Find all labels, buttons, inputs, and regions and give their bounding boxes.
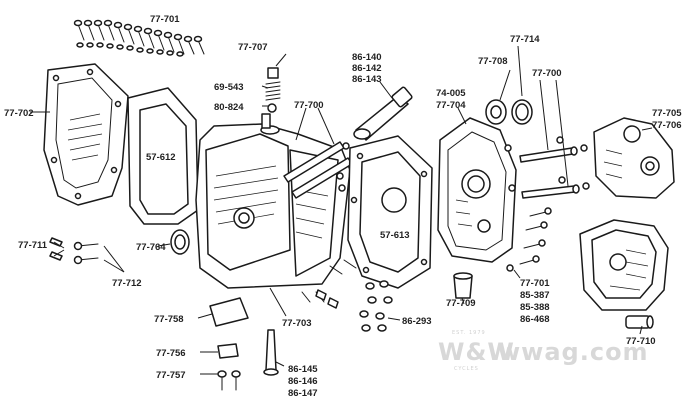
label-85-388: 85-388 (520, 302, 550, 313)
label-77-708: 77-708 (478, 56, 508, 67)
label-77-712: 77-712 (112, 278, 142, 289)
label-86-293: 86-293 (402, 316, 432, 327)
kick-arm (353, 86, 413, 141)
watermark-brand: W&W (438, 338, 515, 366)
label-74-005: 74-005 (436, 88, 466, 99)
label-80-824: 80-824 (214, 102, 244, 113)
label-86-140: 86-140 (352, 52, 382, 63)
label-77-700-mid: 77-700 (294, 100, 324, 111)
label-57-613: 57-613 (380, 230, 410, 241)
small-rings (336, 136, 566, 192)
label-86-146: 86-146 (288, 376, 318, 387)
label-57-612: 57-612 (146, 152, 176, 163)
label-77-709: 77-709 (446, 298, 476, 309)
label-77-764: 77-764 (136, 242, 166, 253)
shift-shafts-middle (283, 141, 358, 199)
watermark-site: wwag.com (498, 338, 649, 366)
watermark: W&W wwag.com EST. 1979 CYCLES (438, 330, 649, 372)
studs-left (49, 237, 99, 265)
shift-shafts-right (519, 144, 590, 199)
seal-ring-77-764 (170, 229, 190, 255)
label-77-700-right: 77-700 (532, 68, 562, 79)
leader-lines (30, 45, 653, 375)
label-77-710: 77-710 (626, 336, 656, 347)
screws-77-757 (217, 370, 241, 391)
label-77-707: 77-707 (238, 42, 268, 53)
part-labels: 77-701 77-707 86-140 86-142 86-143 77-71… (4, 14, 682, 399)
label-77-758: 77-758 (154, 314, 184, 325)
label-77-756: 77-756 (156, 348, 186, 359)
screw-set-top (73, 19, 205, 57)
plug-77-710 (625, 315, 654, 329)
label-86-147: 86-147 (288, 388, 318, 399)
drain-rod-86-145 (263, 329, 279, 376)
washer-set-86-293 (315, 280, 393, 332)
label-86-142: 86-142 (352, 63, 382, 74)
top-cover-plate (43, 63, 129, 206)
label-77-757: 77-757 (156, 370, 186, 381)
label-77-702: 77-702 (4, 108, 34, 119)
label-77-706: 77-706 (652, 120, 682, 131)
label-77-711: 77-711 (18, 240, 48, 251)
cam-cover-upper (593, 117, 675, 199)
transmission-case (195, 113, 357, 303)
block-77-756 (217, 343, 239, 359)
label-86-468: 86-468 (520, 314, 550, 325)
label-77-703: 77-703 (282, 318, 312, 329)
label-86-145: 86-145 (288, 364, 318, 375)
label-77-701-top: 77-701 (150, 14, 180, 25)
label-69-543: 69-543 (214, 82, 244, 93)
label-77-714: 77-714 (510, 34, 540, 45)
label-86-143: 86-143 (352, 74, 382, 85)
watermark-tagline: CYCLES (454, 366, 479, 372)
watermark-since: EST. 1979 (452, 330, 486, 336)
label-77-705: 77-705 (652, 108, 682, 119)
plug-and-spring (265, 67, 281, 113)
bracket-77-758 (209, 297, 249, 327)
seal-and-washer (485, 99, 533, 125)
cam-housing-lower (579, 219, 669, 311)
label-77-704: 77-704 (436, 100, 466, 111)
side-cover (437, 117, 517, 263)
label-85-387: 85-387 (520, 290, 550, 301)
bolt-set-right (506, 207, 552, 272)
gasket-57-613 (347, 135, 433, 289)
bushing-77-709 (453, 272, 473, 299)
label-77-701-bottom: 77-701 (520, 278, 550, 289)
gasket-57-612 (127, 87, 199, 225)
